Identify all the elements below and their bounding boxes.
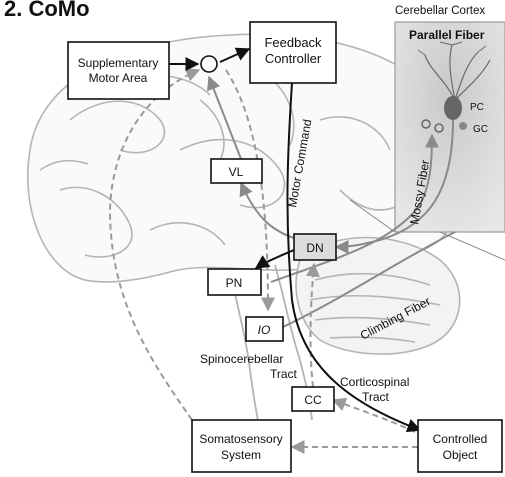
sma-label-line2: Motor Area: [89, 71, 148, 85]
dn-label: DN: [306, 241, 323, 255]
spinocerebellar-label-line1: Spinocerebellar: [200, 352, 283, 366]
corticospinal-label-line2: Tract: [362, 390, 390, 404]
fc-label-line2: Controller: [265, 51, 322, 66]
io-label: IO: [258, 323, 271, 337]
sma-label-line1: Supplementary: [78, 56, 159, 70]
cc-label: CC: [304, 393, 322, 407]
ss-label-line2: System: [221, 448, 261, 462]
co-label-line2: Object: [443, 448, 478, 462]
summing-junction: [201, 56, 217, 72]
somatosensory-system-box: [192, 420, 291, 472]
vl-label: VL: [229, 165, 244, 179]
spinocerebellar-label-line2: Tract: [270, 367, 298, 381]
ss-label-line1: Somatosensory: [199, 432, 282, 446]
corticospinal-label-line1: Corticospinal: [340, 375, 409, 389]
cerebellar-cortex-title: Cerebellar Cortex: [395, 5, 485, 17]
gc-label: GC: [473, 124, 488, 135]
parallel-fiber-label: Parallel Fiber: [409, 28, 485, 42]
pc-label: PC: [470, 102, 484, 113]
controlled-object-box: [418, 420, 502, 472]
co-label-line1: Controlled: [433, 432, 488, 446]
header-fragment: 2. CoMo: [4, 0, 90, 21]
fc-label-line1: Feedback: [264, 35, 322, 50]
pn-label: PN: [226, 276, 243, 290]
